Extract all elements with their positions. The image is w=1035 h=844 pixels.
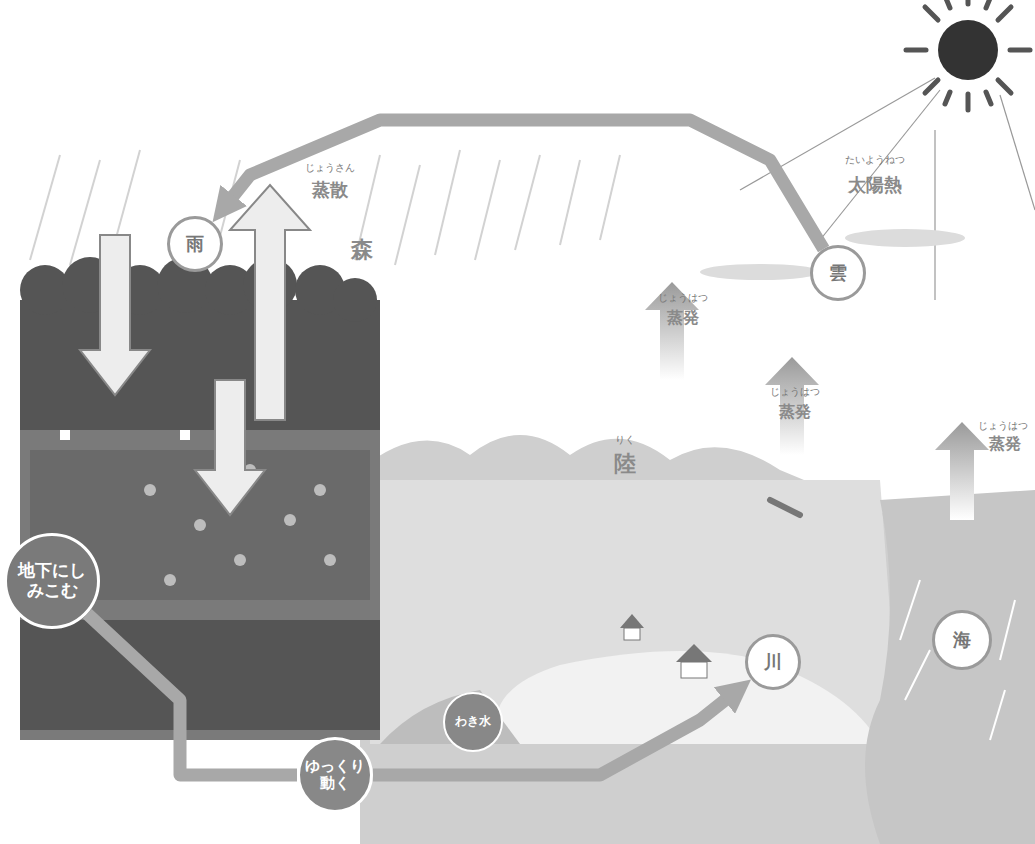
furigana-label: たいようねつ xyxy=(845,153,905,167)
evaporation-arrow xyxy=(645,282,989,520)
term-label: 蒸発 xyxy=(989,434,1021,455)
land xyxy=(360,435,900,844)
node-text: 雨 xyxy=(186,234,204,255)
term-label: 蒸発 xyxy=(667,308,699,329)
node-text: 雲 xyxy=(829,263,847,284)
node-text: わき水 xyxy=(455,715,491,729)
cycle-circle: 川 xyxy=(745,634,801,690)
sun xyxy=(740,0,1035,300)
term-label: 陸 xyxy=(614,449,636,479)
cycle-circle: ゆっくり動く xyxy=(297,737,373,813)
forest xyxy=(20,257,380,440)
furigana-label: じょうはつ xyxy=(770,385,820,399)
term-label: 蒸散 xyxy=(312,178,348,202)
cycle-circle: 雨 xyxy=(167,216,223,272)
furigana-label: じょうはつ xyxy=(978,419,1028,433)
sea xyxy=(865,490,1035,844)
term-label: 森 xyxy=(351,235,373,265)
cycle-circle: 雲 xyxy=(810,245,866,301)
furigana-label: りく xyxy=(615,433,635,447)
node-text: 海 xyxy=(953,630,971,651)
water-arrow xyxy=(80,185,310,515)
furigana-label: じょうはつ xyxy=(658,291,708,305)
node-text: ゆっくり動く xyxy=(304,758,366,793)
cycle-circle: 海 xyxy=(932,610,992,670)
node-text: 地下にしみこむ xyxy=(11,561,93,600)
flow-arrow xyxy=(87,614,297,775)
flow-arrow xyxy=(373,696,731,775)
term-label: 蒸発 xyxy=(779,402,811,423)
cycle-circle: わき水 xyxy=(443,692,503,752)
cycle-circle: 地下にしみこむ xyxy=(4,533,100,629)
flow-arrow xyxy=(229,120,824,249)
furigana-label: じょうさん xyxy=(305,161,355,175)
house xyxy=(620,614,712,678)
term-label: 太陽熱 xyxy=(848,173,902,197)
node-text: 川 xyxy=(764,652,782,673)
